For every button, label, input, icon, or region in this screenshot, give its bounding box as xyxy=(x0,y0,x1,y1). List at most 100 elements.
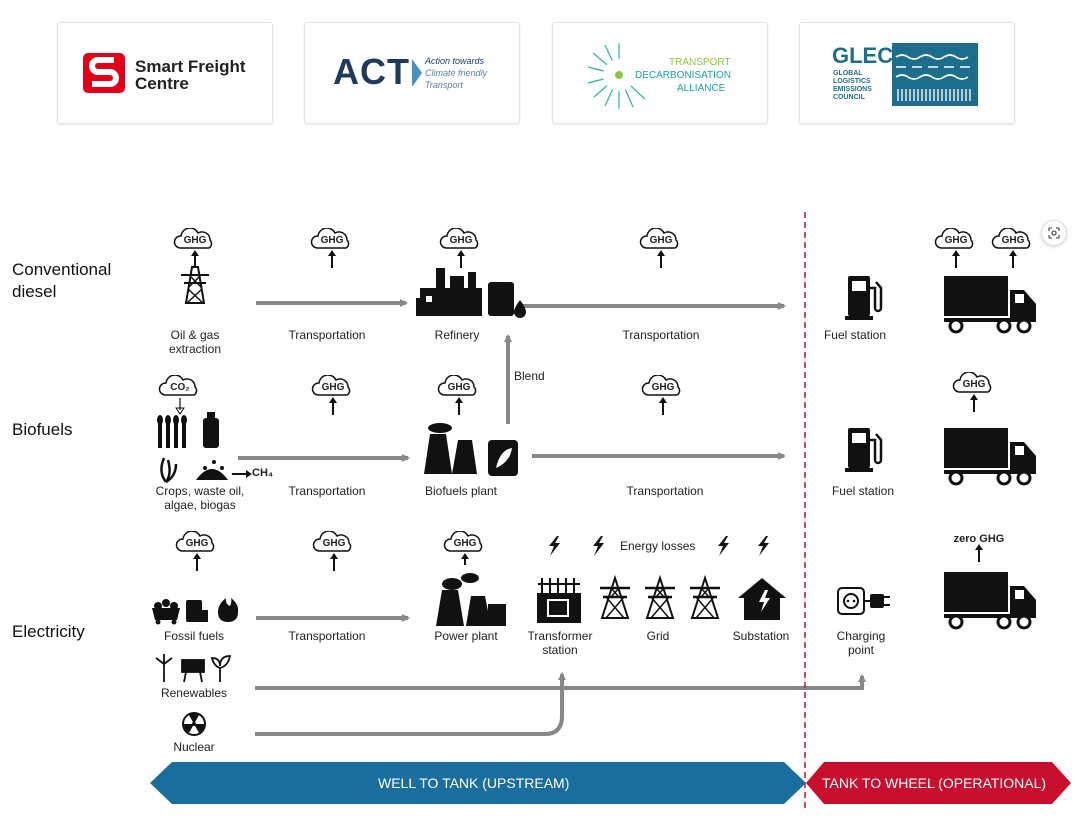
tda-line3: ALLIANCE xyxy=(677,83,726,94)
biogas-icon xyxy=(196,460,252,480)
diesel-fuel-station-label: Fuel station xyxy=(823,328,887,342)
tda-line1: TRANSPORT xyxy=(669,57,731,68)
oil-rig-icon xyxy=(180,266,210,304)
ghg-label: GHG xyxy=(453,538,477,549)
nuclear-arrow xyxy=(255,672,566,736)
cloud-icon xyxy=(312,530,352,571)
ghg-cloud-10: GHG xyxy=(951,371,997,412)
ghg-label: GHG xyxy=(322,538,346,549)
act-line3: Transport xyxy=(425,80,463,90)
lens-scan-icon xyxy=(1048,227,1060,239)
charging-point-icon xyxy=(837,587,890,615)
ghg-cloud-9: GHG xyxy=(640,374,686,415)
glec-line2: LOGISTICS xyxy=(833,78,871,85)
bolt-icon-2 xyxy=(593,536,604,556)
truck-icon-electric xyxy=(942,570,1038,630)
electricity-transportation-label: Transportation xyxy=(288,629,366,643)
diesel-transportation-label-2: Transportation xyxy=(622,328,700,342)
biofuels-plant-icon xyxy=(424,423,518,476)
act-name: ACT xyxy=(333,51,410,92)
charging-label-1: Charging xyxy=(836,629,886,643)
energy-losses-label: Energy losses xyxy=(620,539,696,553)
transformer-label-1: Transformer xyxy=(527,629,593,643)
sfc-line2: Centre xyxy=(135,74,189,93)
ghg-cloud-11: GHG xyxy=(174,530,220,571)
oil-barrel-icon xyxy=(186,600,208,622)
ghg-cloud-3: GHG xyxy=(438,227,484,268)
fuel-pump-icon-diesel xyxy=(843,274,883,322)
cloud-icon xyxy=(934,227,974,268)
upstream-band xyxy=(150,762,806,804)
bolt-icon-1 xyxy=(549,536,560,556)
oil-bottle-icon xyxy=(203,412,219,448)
crops-icon xyxy=(157,415,187,448)
ghg-cloud-13: GHG xyxy=(442,530,488,565)
glec-logo-card: GLEC GLOBAL LOGISTICS EMISSIONS COUNCIL xyxy=(799,22,1015,124)
oil-gas-label-1: Oil & gas xyxy=(170,328,220,342)
renewables-label: Renewables xyxy=(160,686,228,700)
pylon-icon-1 xyxy=(598,576,632,620)
ghg-label: GHG xyxy=(944,235,968,246)
cloud-icon xyxy=(952,371,992,412)
tda-sunburst-icon xyxy=(587,43,646,109)
nuclear-label: Nuclear xyxy=(173,740,215,754)
diesel-transportation-label-1: Transportation xyxy=(288,328,366,342)
co2-label: CO₂ xyxy=(170,382,190,393)
charging-label-2: point xyxy=(847,643,875,657)
sfc-line1: Smart Freight xyxy=(135,57,246,76)
ch4-label: CH₄ xyxy=(252,467,274,479)
cloud-icon xyxy=(437,374,477,415)
tda-logo-card: TRANSPORT DECARBONISATION ALLIANCE xyxy=(552,22,768,124)
blend-label: Blend xyxy=(514,369,545,383)
cloud-icon xyxy=(173,227,213,268)
tda-line2: DECARBONISATION xyxy=(635,70,731,81)
biofuels-transportation-label-1: Transportation xyxy=(288,484,366,498)
ghg-cloud-2: GHG xyxy=(309,227,355,268)
ghg-cloud-8: GHG xyxy=(436,374,482,415)
ghg-cloud-7: GHG xyxy=(310,374,356,415)
renewables-arrow xyxy=(255,674,866,690)
visual-search-button[interactable] xyxy=(1041,220,1067,246)
act-logo-card: ACT Action towards Climate friendly Tran… xyxy=(304,22,520,124)
cloud-icon xyxy=(439,227,479,268)
smart-freight-centre-logo xyxy=(83,53,125,93)
cloud-icon xyxy=(311,374,351,415)
row-label-diesel-2: diesel xyxy=(12,282,57,301)
cloud-icon xyxy=(443,530,483,565)
ghg-cloud-4: GHG xyxy=(638,227,684,268)
cloud-icon xyxy=(991,227,1031,268)
glec-waves-icon xyxy=(892,43,978,106)
ghg-label: GHG xyxy=(1001,235,1025,246)
transformer-icon xyxy=(537,578,581,623)
biofuels-transportation-label-2: Transportation xyxy=(626,484,704,498)
biofuels-plant-label: Biofuels plant xyxy=(424,484,498,498)
fossil-fuels-label: Fossil fuels xyxy=(163,629,225,643)
row-label-biofuels: Biofuels xyxy=(12,420,73,439)
glec-name: GLEC xyxy=(832,43,894,68)
glec-line1: GLOBAL xyxy=(833,70,863,77)
truck-icon-diesel xyxy=(942,274,1038,334)
power-plant-label: Power plant xyxy=(434,629,498,643)
ghg-label: GHG xyxy=(962,379,986,390)
ghg-label: GHG xyxy=(183,235,207,246)
act-line2: Climate friendly xyxy=(425,68,488,78)
co2-arrow-icon xyxy=(175,398,185,415)
ghg-label: GHG xyxy=(447,382,471,393)
co2-cloud: CO₂ xyxy=(157,374,203,407)
act-chevron-icon xyxy=(412,59,422,87)
upstream-band-label: WELL TO TANK (UPSTREAM) xyxy=(378,775,570,791)
ghg-cloud-5: GHG xyxy=(933,227,979,268)
row-label-electricity: Electricity xyxy=(12,622,85,641)
cloud-icon xyxy=(641,374,681,415)
zero-ghg-label: zero GHG xyxy=(953,533,1005,545)
pylon-icon-2 xyxy=(643,576,677,620)
nuclear-icon xyxy=(182,712,206,736)
bolt-icon-3 xyxy=(718,536,729,556)
crops-label-2: algae, biogas xyxy=(164,498,236,512)
substation-icon xyxy=(738,578,786,620)
zero-ghg-arrowhead xyxy=(975,544,983,550)
bolt-icon-4 xyxy=(758,536,769,556)
flow-arrows xyxy=(238,299,866,736)
fuel-pump-icon-biofuels xyxy=(843,426,883,474)
